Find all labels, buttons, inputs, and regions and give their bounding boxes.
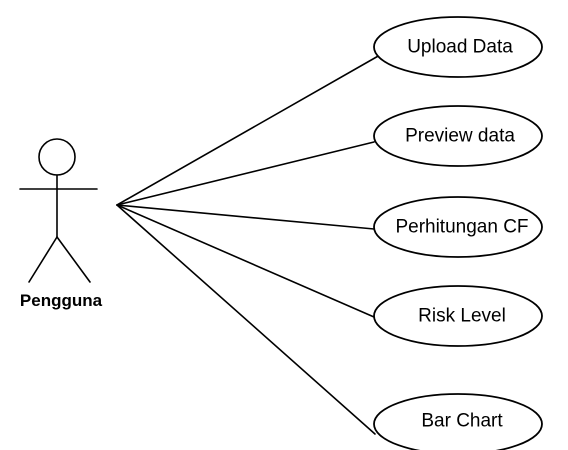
association-bar-chart bbox=[116, 204, 376, 435]
use-case-ellipse bbox=[373, 105, 543, 167]
use-case-upload-data: Upload Data bbox=[373, 16, 543, 78]
actor-label: Pengguna bbox=[20, 291, 103, 310]
stick-figure-icon bbox=[19, 138, 98, 283]
use-case-ellipse bbox=[373, 196, 543, 258]
actor-left-leg bbox=[28, 236, 58, 283]
use-case-label: Perhitungan CF bbox=[395, 217, 528, 238]
association-preview-data bbox=[116, 141, 375, 206]
actor-pengguna: Pengguna bbox=[19, 138, 103, 310]
actor-right-leg bbox=[56, 236, 91, 283]
use-case-risk-level: Risk Level bbox=[373, 285, 543, 347]
use-case-ellipse bbox=[373, 393, 543, 450]
associations bbox=[116, 54, 381, 435]
use-case-label: Upload Data bbox=[407, 37, 513, 58]
use-case-ellipse bbox=[373, 16, 543, 78]
actor-head bbox=[38, 138, 76, 176]
use-case-label: Risk Level bbox=[418, 306, 506, 327]
use-case-preview-data: Preview data bbox=[373, 105, 543, 167]
use-case-perhitungan-cf: Perhitungan CF bbox=[373, 196, 543, 258]
association-perhitungan-cf bbox=[116, 204, 375, 230]
use-case-label: Bar Chart bbox=[421, 411, 503, 432]
use-case-label: Preview data bbox=[405, 126, 515, 147]
association-risk-level bbox=[116, 204, 375, 318]
association-upload-data bbox=[116, 54, 381, 206]
use-case-ellipse bbox=[373, 285, 543, 347]
use-case-bar-chart: Bar Chart bbox=[373, 393, 543, 450]
